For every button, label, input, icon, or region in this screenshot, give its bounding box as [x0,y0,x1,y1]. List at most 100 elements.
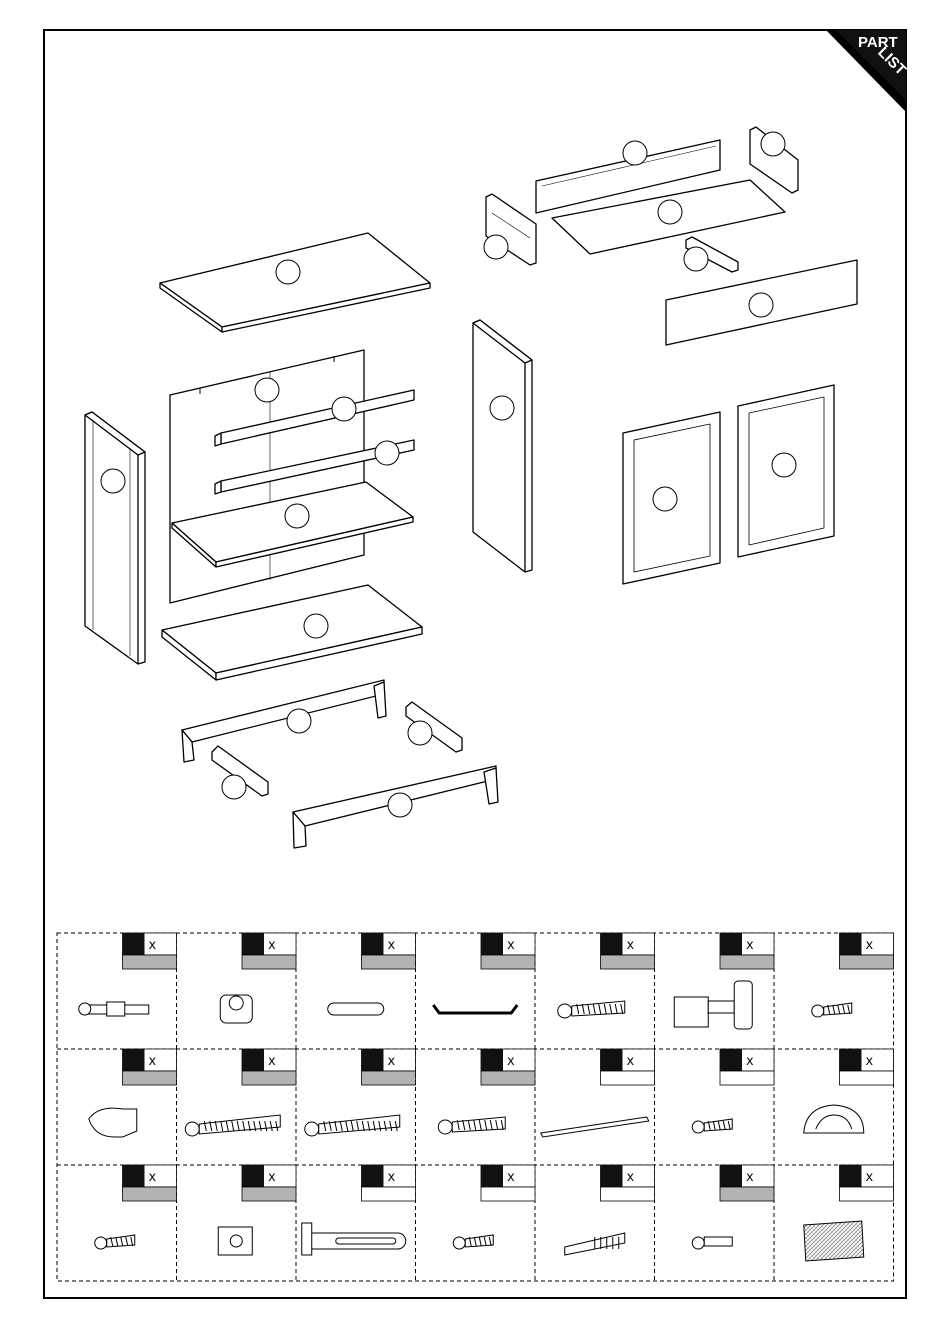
corner-bracket-icon [218,1227,252,1255]
qty-marker-black [601,1049,623,1071]
panel-side-right [473,320,532,572]
qty-value-field [720,955,774,969]
qty-value-field [840,1071,894,1085]
part-cell: x [453,1165,535,1249]
cam-bolt-icon [79,1002,149,1016]
felt-pad-icon [804,1221,864,1261]
short-screw-icon [453,1235,493,1249]
qty-value-field [362,1071,416,1085]
part-cell: x [804,1165,894,1261]
long-screw-icon [185,1115,280,1136]
qty-marker-black [362,1165,384,1187]
qty-x: x [507,938,515,953]
qty-marker-black [481,933,503,955]
short-screw-icon [692,1119,732,1133]
qty-marker-black [481,1165,503,1187]
qty-marker-black [242,1049,264,1071]
qty-value-field [481,1187,535,1201]
grid-border [57,933,894,1281]
qty-marker-black [840,1049,862,1071]
qty-value-field [720,1187,774,1201]
part-cell: x [804,1049,894,1133]
qty-x: x [268,1054,276,1069]
part-cell: x [674,933,774,1029]
qty-x: x [388,938,396,953]
qty-value-field [601,1071,655,1085]
qty-marker-black [123,1165,145,1187]
part-cell: x [692,1049,774,1133]
metal-rail-icon [541,1117,649,1137]
qty-x: x [507,1170,515,1185]
qty-x: x [746,1170,754,1185]
page-frame [44,30,906,1298]
qty-value-field [362,1187,416,1201]
qty-marker-black [601,933,623,955]
qty-marker-black [242,933,264,955]
part-cell: x [185,1049,296,1136]
cam-lock-icon [220,995,252,1023]
qty-marker-black [601,1165,623,1187]
qty-value-field [242,1071,296,1085]
qty-marker-black [720,1165,742,1187]
qty-marker-black [123,1049,145,1071]
qty-x: x [268,1170,276,1185]
screw-icon [558,1001,625,1018]
qty-marker-black [362,933,384,955]
qty-value-field [242,955,296,969]
qty-value-field [720,1071,774,1085]
machine-screw-icon [692,1237,732,1249]
long-screw-icon [305,1115,400,1136]
wall-plug-icon [565,1233,625,1255]
qty-value-field [123,955,177,969]
anti-tip-bracket-icon [302,1223,406,1255]
qty-value-field [840,1187,894,1201]
qty-marker-black [840,933,862,955]
part-cell: x [89,1049,177,1137]
qty-x: x [866,1054,874,1069]
qty-value-field [601,955,655,969]
part-cell: x [565,1165,655,1255]
panel-top [160,233,430,332]
panel-bottom [162,585,422,680]
qty-x: x [627,938,635,953]
qty-x: x [507,1054,515,1069]
part-cell: x [302,1165,416,1255]
panel-side-left [85,412,145,664]
part-cell: x [218,1165,296,1255]
qty-x: x [388,1170,396,1185]
part-cell: x [433,933,535,1013]
qty-x: x [149,938,157,953]
qty-value-field [242,1187,296,1201]
cup-handle-icon [804,1105,864,1133]
qty-x: x [746,938,754,953]
qty-x: x [268,938,276,953]
wooden-dowel-icon [328,1003,384,1015]
qty-value-field [481,1071,535,1085]
qty-x: x [627,1054,635,1069]
qty-x: x [866,938,874,953]
qty-x: x [149,1054,157,1069]
part-cell: x [541,1049,655,1137]
handle-icon [433,1005,517,1013]
part-cell: x [220,933,296,1023]
part-list-corner-badge: PART LIST [826,30,909,112]
qty-marker-black [123,933,145,955]
qty-marker-black [720,933,742,955]
qty-marker-black [242,1165,264,1187]
part-cell: x [438,1049,535,1134]
part-cell: x [692,1165,774,1249]
plinth-front [182,680,386,762]
short-screw-icon [812,1003,852,1017]
part-cell: x [812,933,894,1017]
screw-icon [438,1117,505,1134]
qty-value-field [362,955,416,969]
hinge-icon [674,981,752,1029]
qty-value-field [123,1187,177,1201]
qty-x: x [149,1170,157,1185]
qty-x: x [627,1170,635,1185]
part-cell: x [95,1165,177,1249]
qty-x: x [866,1170,874,1185]
qty-marker-black [840,1165,862,1187]
